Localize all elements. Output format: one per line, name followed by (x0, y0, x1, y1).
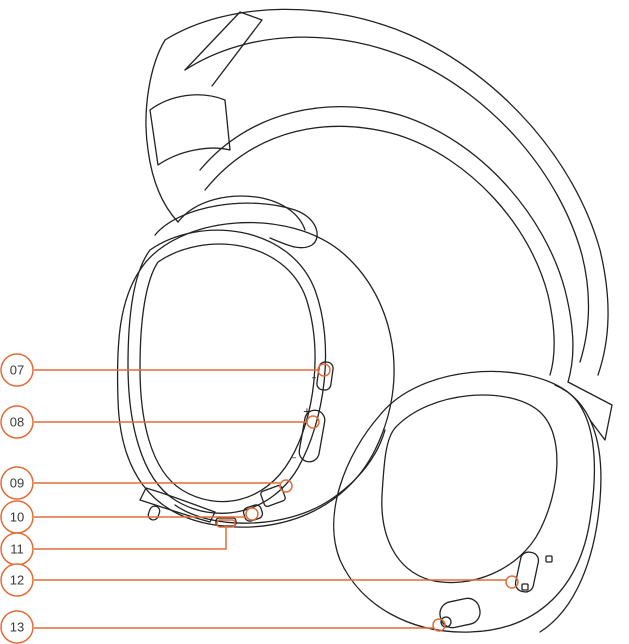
callout-ring-07 (318, 364, 330, 376)
callout-ring-13 (433, 619, 445, 631)
headband-left-arm (146, 40, 178, 222)
headband-left-joint (178, 196, 305, 230)
far-icon-bottom (522, 584, 528, 590)
headband-slider-panel (150, 95, 230, 165)
near-yoke (155, 203, 317, 248)
near-earcup-faceplate-inner (140, 244, 315, 502)
callout-label-11: 11 (10, 542, 24, 557)
far-volume-wheel (514, 551, 540, 594)
far-earcup-cushion (334, 371, 595, 632)
callout-label-10: 10 (10, 510, 24, 525)
mute-minus-symbol: – (312, 373, 317, 384)
headband-outer-inner-edge (185, 37, 589, 362)
callout-label-13: 13 (10, 620, 24, 635)
callout-label-07: 07 (10, 363, 24, 378)
headband-inner (200, 107, 573, 382)
callout-label-08: 08 (10, 415, 24, 430)
volume-plus-symbol: + (303, 407, 311, 418)
callout-ring-09 (280, 480, 292, 492)
far-icon-top (546, 556, 552, 562)
callout-line-11 (34, 526, 226, 549)
callout-label-09: 09 (10, 476, 24, 491)
headband-slider (185, 12, 262, 86)
near-earcup-faceplate (128, 230, 326, 513)
callout-label-12: 12 (10, 573, 24, 588)
mic-tip (147, 505, 161, 522)
callout-ring-10 (246, 508, 258, 520)
far-earcup-opening (382, 395, 557, 583)
volume-minus-symbol: – (292, 453, 297, 464)
